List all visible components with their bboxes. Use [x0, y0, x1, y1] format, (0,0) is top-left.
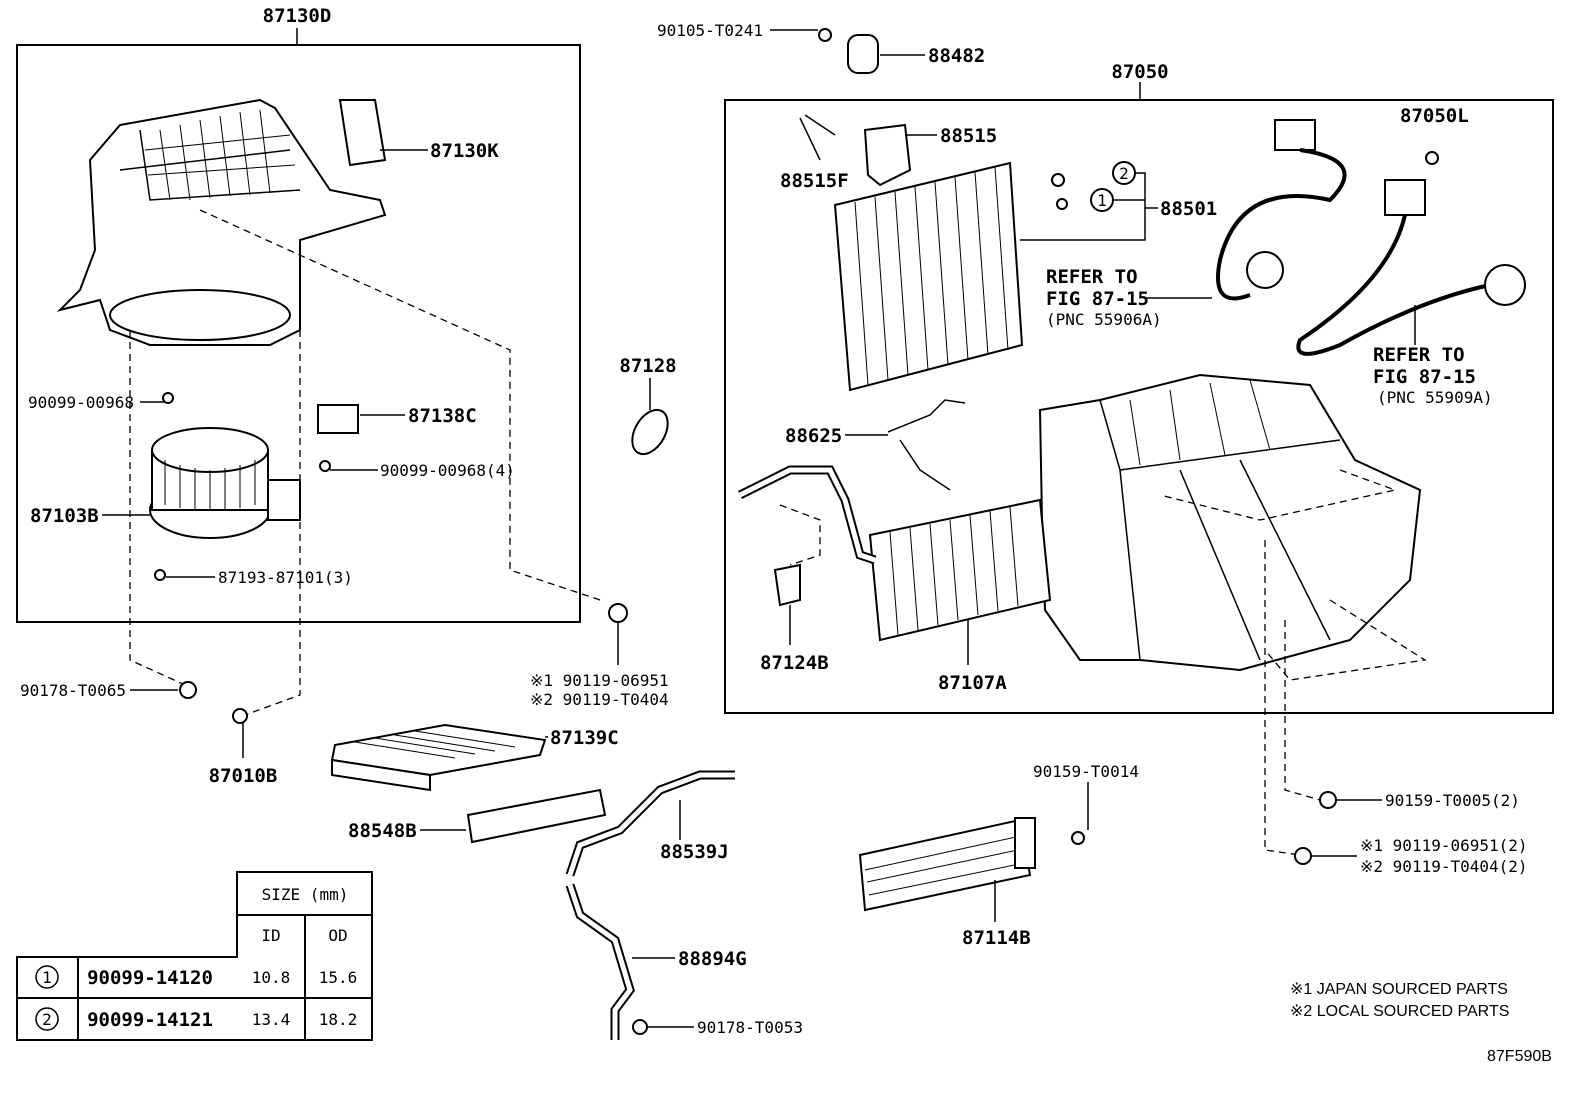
- label-90099-00968[interactable]: 90099-00968: [28, 393, 134, 412]
- label-87050L[interactable]: 87050L: [1400, 105, 1469, 127]
- part-87138C-drawing: [317, 404, 359, 434]
- col-od: OD: [328, 926, 347, 945]
- row-id: 10.8: [252, 968, 291, 987]
- unit-assembly-box: [724, 99, 1554, 714]
- part-88515-drawing: [863, 123, 912, 187]
- label-87193-87101[interactable]: 87193-87101(3): [218, 568, 353, 587]
- row-id: 13.4: [252, 1010, 291, 1029]
- circle-1-callout[interactable]: 1: [1097, 191, 1107, 210]
- label-88548B[interactable]: 88548B: [348, 820, 417, 842]
- row-ref: 2: [42, 1010, 52, 1029]
- label-90178-T0065[interactable]: 90178-T0065: [20, 681, 126, 700]
- note-local-sourced: ※2 LOCAL SOURCED PARTS: [1290, 1003, 1509, 1020]
- label-88894G[interactable]: 88894G: [678, 948, 747, 970]
- label-90119-06951-2[interactable]: ※1 90119-06951(2): [1360, 836, 1528, 855]
- label-88625[interactable]: 88625: [785, 425, 842, 447]
- table-row: 2 90099-14121 13.4 18.2: [35, 1007, 358, 1031]
- label-88515[interactable]: 88515: [940, 125, 997, 147]
- label-90119-T0404-2[interactable]: ※2 90119-T0404(2): [1360, 857, 1528, 876]
- label-87114B[interactable]: 87114B: [962, 927, 1031, 949]
- label-87138C[interactable]: 87138C: [408, 405, 477, 427]
- part-87114B-ptc-heater-drawing: [858, 817, 1036, 912]
- label-90119-06951[interactable]: ※1 90119-06951: [530, 671, 669, 690]
- circle-2-callout[interactable]: 2: [1119, 164, 1129, 183]
- label-88515F[interactable]: 88515F: [780, 170, 849, 192]
- actuator-wiring-drawing: [1216, 119, 1526, 356]
- label-87107A[interactable]: 87107A: [938, 672, 1007, 694]
- fig-87-15-label-1[interactable]: FIG 87-15: [1046, 288, 1149, 310]
- label-88501[interactable]: 88501: [1160, 198, 1217, 220]
- pnc-55909A-label[interactable]: (PNC 55909A): [1377, 388, 1493, 407]
- label-87130K[interactable]: 87130K: [430, 140, 499, 162]
- label-87010B[interactable]: 87010B: [209, 765, 278, 787]
- part-88501-evaporator-drawing: [833, 161, 1024, 392]
- label-90159-T0005[interactable]: 90159-T0005(2): [1385, 791, 1520, 810]
- part-88482-drawing: [847, 34, 879, 74]
- label-90119-T0404[interactable]: ※2 90119-T0404: [530, 690, 669, 709]
- part-87130K-drawing: [338, 99, 387, 167]
- heater-case-drawing: [1038, 373, 1422, 672]
- table-row: 1 90099-14120 10.8 15.6: [35, 965, 358, 989]
- part-88625-drawing: [887, 399, 966, 491]
- label-90159-T0014[interactable]: 90159-T0014: [1033, 762, 1139, 781]
- label-90178-T0053[interactable]: 90178-T0053: [697, 1018, 803, 1037]
- label-90099-00968-4[interactable]: 90099-00968(4): [380, 461, 515, 480]
- row-ref: 1: [42, 968, 52, 987]
- part-87103B-drawing: [149, 427, 301, 539]
- row-part[interactable]: 90099-14120: [87, 967, 213, 989]
- pnc-55906A-label[interactable]: (PNC 55906A): [1046, 310, 1162, 329]
- note-japan-sourced: ※1 JAPAN SOURCED PARTS: [1290, 981, 1508, 998]
- blower-assembly-box: [16, 44, 581, 623]
- label-88539J[interactable]: 88539J: [660, 841, 729, 863]
- fig-87-15-label-2[interactable]: FIG 87-15: [1373, 366, 1476, 388]
- row-od: 18.2: [319, 1010, 358, 1029]
- col-id: ID: [261, 926, 280, 945]
- part-87107A-heater-core-drawing: [737, 465, 1052, 642]
- label-87130D[interactable]: 87130D: [263, 5, 332, 27]
- label-87128[interactable]: 87128: [619, 355, 676, 377]
- part-88548B-drawing: [466, 788, 607, 844]
- label-90105-T0241[interactable]: 90105-T0241: [657, 21, 763, 40]
- row-od: 15.6: [319, 968, 358, 987]
- size-table: SIZE (mm) ID OD 1 90099-14120 10.8 15.6 …: [16, 871, 373, 1041]
- size-header: SIZE (mm): [262, 885, 349, 904]
- label-87139C[interactable]: 87139C: [550, 727, 619, 749]
- row-part[interactable]: 90099-14121: [87, 1009, 213, 1031]
- refer-to-fig-label-2[interactable]: REFER TO: [1373, 344, 1465, 366]
- label-88482[interactable]: 88482: [928, 45, 985, 67]
- label-87124B[interactable]: 87124B: [760, 652, 829, 674]
- part-87124B-drawing: [773, 563, 801, 607]
- blower-housing-drawing: [56, 98, 387, 346]
- diagram-id: 87F590B: [1487, 1048, 1552, 1065]
- label-87103B[interactable]: 87103B: [30, 505, 99, 527]
- part-87139C-drawing: [330, 723, 547, 792]
- refer-to-fig-label-1[interactable]: REFER TO: [1046, 266, 1138, 288]
- part-87128-drawing: [631, 408, 669, 456]
- label-87050[interactable]: 87050: [1111, 61, 1168, 83]
